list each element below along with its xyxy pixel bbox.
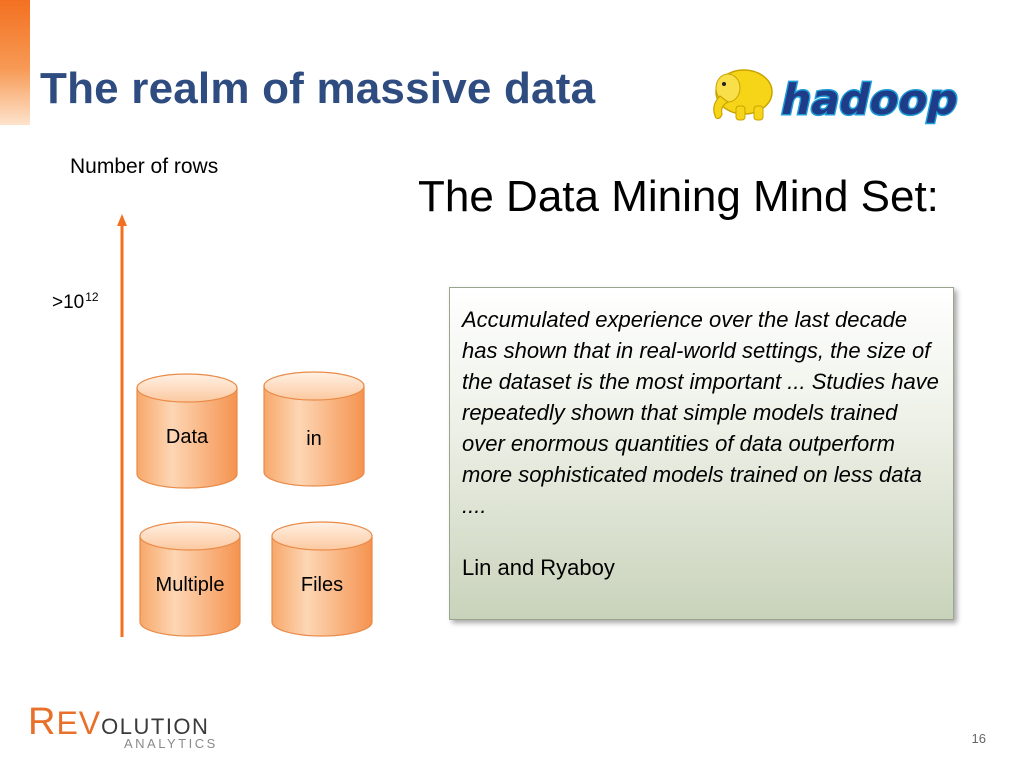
data-cylinder: Data xyxy=(135,372,239,490)
logo-wordmark: REVOLUTION xyxy=(28,703,210,743)
axis-label: Number of rows xyxy=(70,155,219,178)
magnitude-label: >1012 xyxy=(52,290,99,314)
slide-title: The realm of massive data xyxy=(40,64,596,113)
cylinder-label: Multiple xyxy=(155,574,225,596)
cylinder-label: in xyxy=(306,428,322,450)
hadoop-logo: hadoop xyxy=(706,62,965,132)
logo-e: E xyxy=(56,705,79,741)
cylinder-label: Files xyxy=(300,574,344,596)
revolution-analytics-logo: REVOLUTION ANALYTICS xyxy=(28,703,228,752)
logo-v: V xyxy=(78,705,102,741)
multiple-cylinder: Multiple xyxy=(138,520,242,638)
cylinder-label: Data xyxy=(165,426,209,448)
vertical-axis-arrow xyxy=(117,214,127,637)
quote-text: Accumulated experience over the last dec… xyxy=(462,307,939,518)
accent-bar xyxy=(0,0,30,125)
quote-author: Lin and Ryaboy xyxy=(462,555,615,580)
magnitude-base: >10 xyxy=(52,292,85,313)
logo-rest: OLUTION xyxy=(101,714,210,739)
magnitude-exponent: 12 xyxy=(85,290,99,304)
quote-box: Accumulated experience over the last dec… xyxy=(449,287,954,620)
logo-subtitle: ANALYTICS xyxy=(124,736,218,751)
files-cylinder: Files xyxy=(270,520,374,638)
in-cylinder: in xyxy=(262,370,366,488)
elephant-icon: hadoop xyxy=(713,69,965,126)
mindset-heading: The Data Mining Mind Set: xyxy=(418,172,939,221)
page-number: 16 xyxy=(971,731,986,746)
hadoop-wordmark: hadoop xyxy=(777,76,958,124)
logo-r: R xyxy=(28,701,57,743)
